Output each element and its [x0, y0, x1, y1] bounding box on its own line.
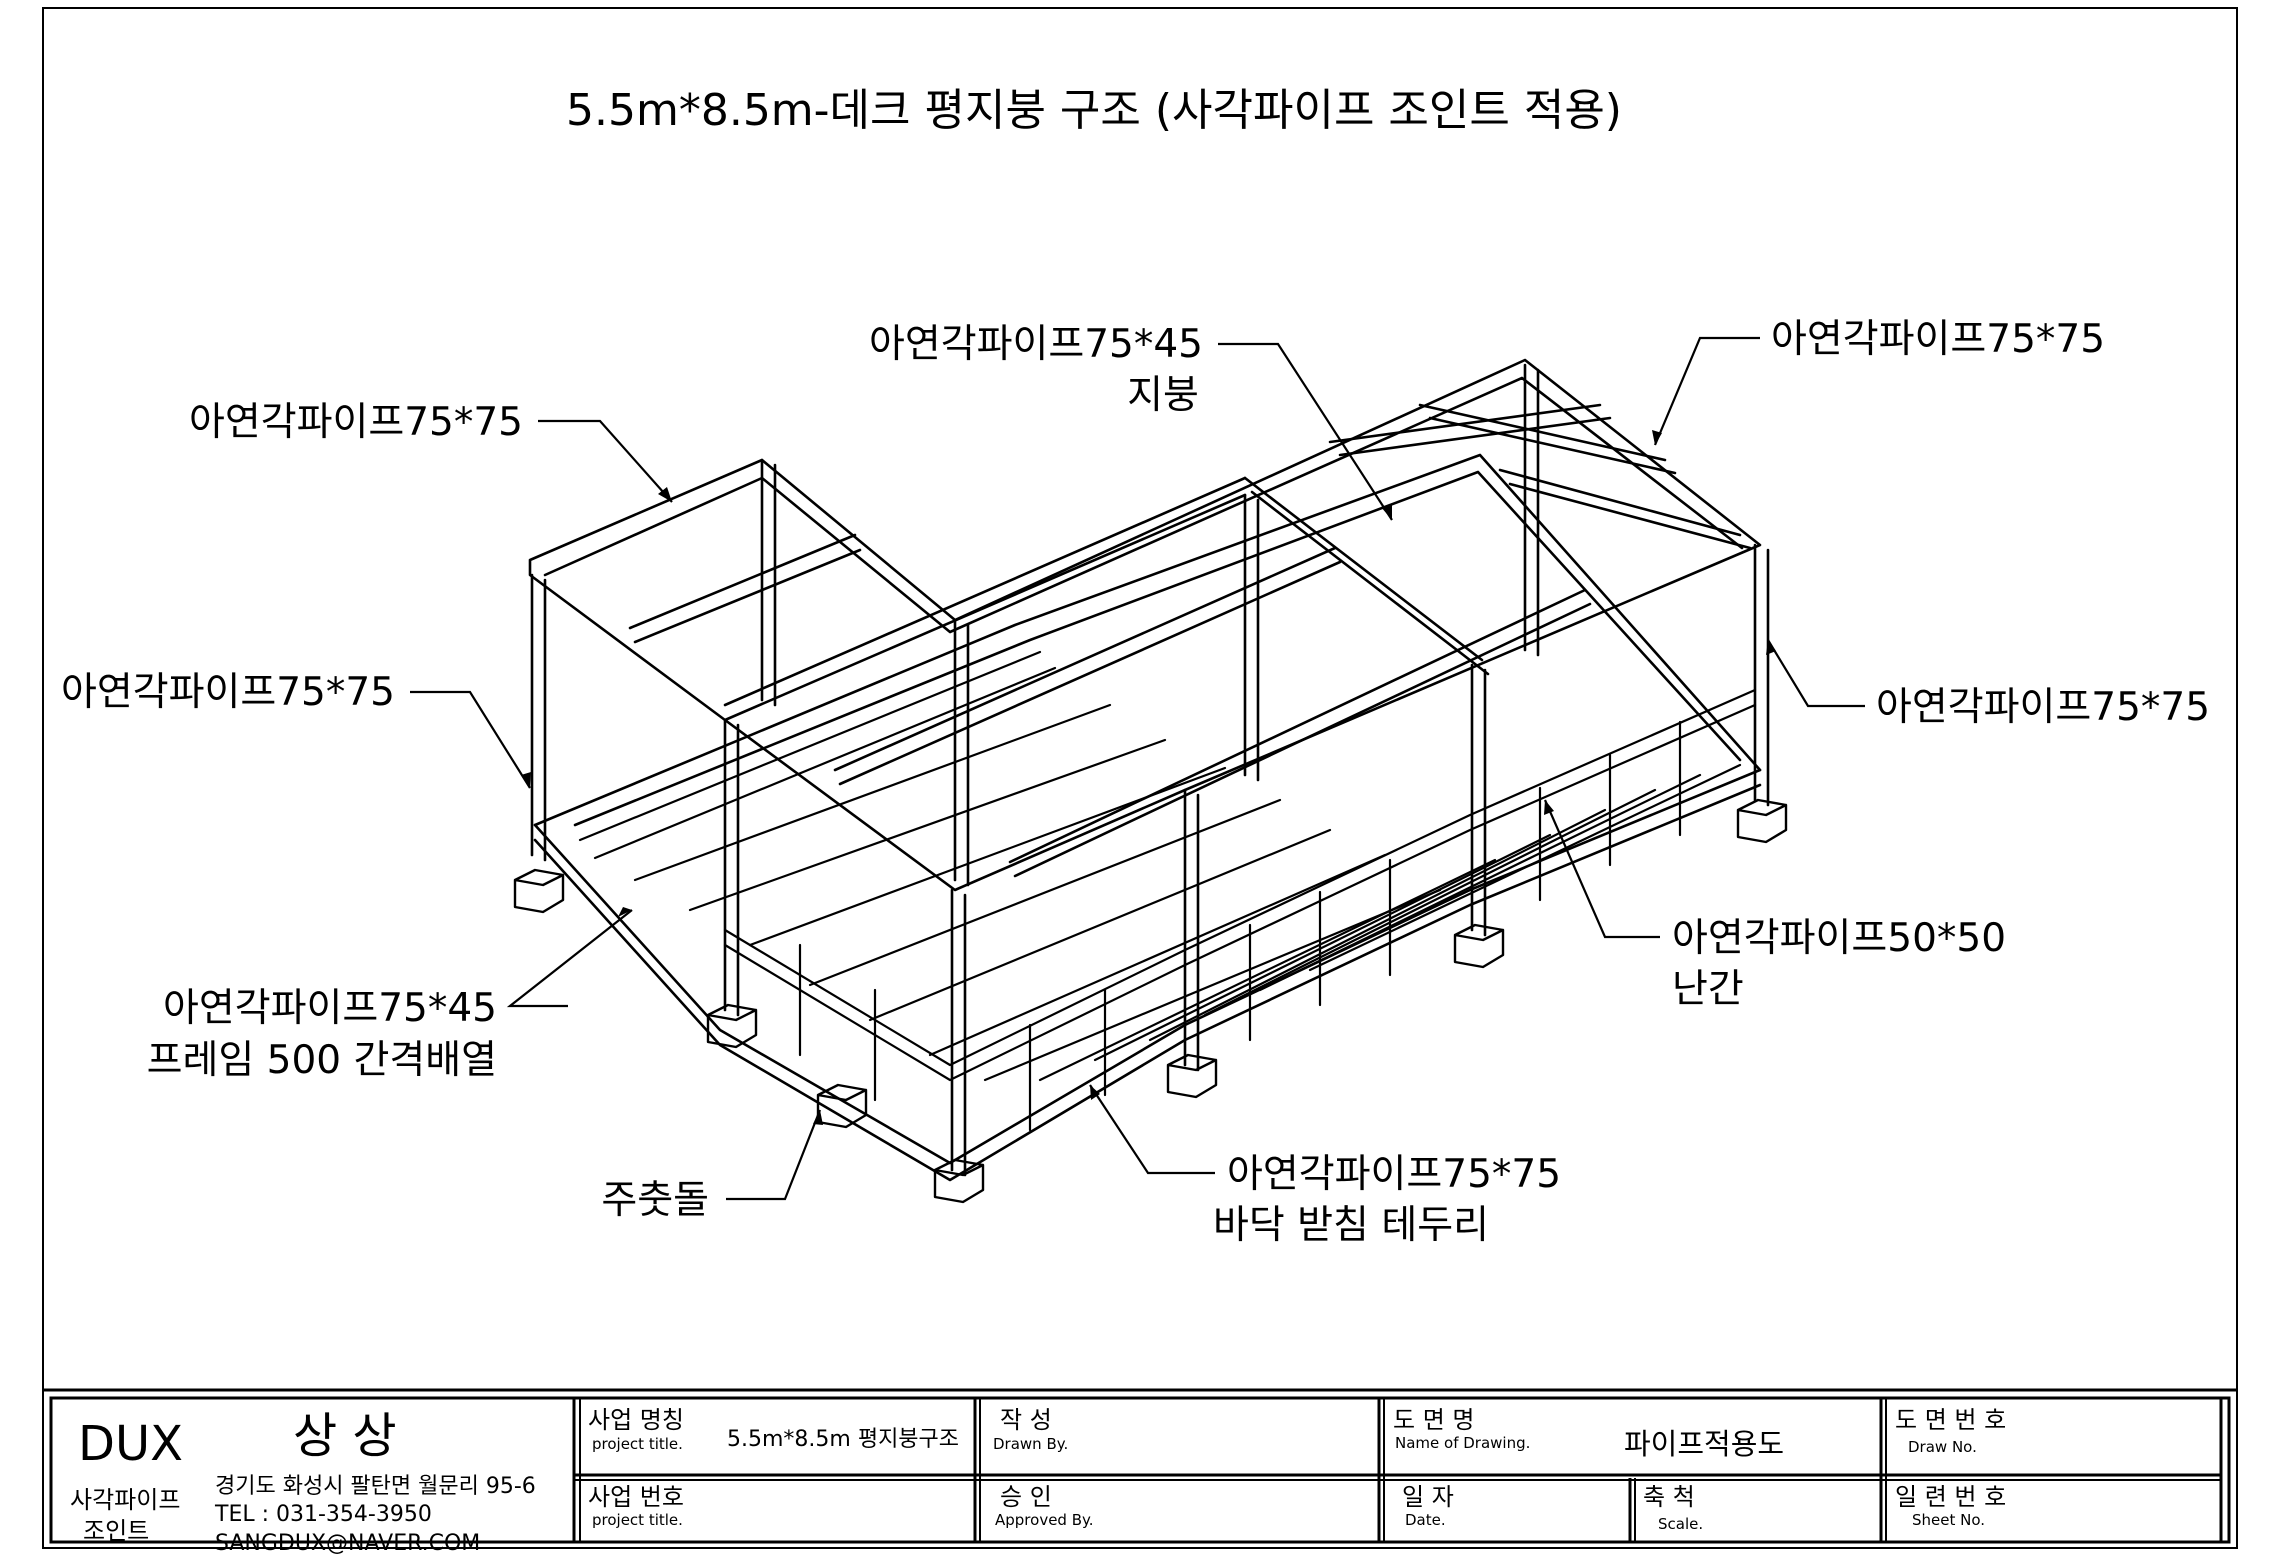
callout-railing: 아연각파이프50*50 [1672, 916, 2006, 961]
railings [723, 688, 1757, 1132]
date-label: 일 자 [1402, 1483, 1454, 1511]
drawing-name-sublabel: Name of Drawing. [1395, 1434, 1530, 1452]
foundation-stones [513, 798, 1788, 1204]
title-block: DUX 상 상 사각파이프 조인트 경기도 화성시 팔탄면 월문리 95-6 T… [43, 1388, 2237, 1556]
callout-floor-frame: 아연각파이프75*45 [163, 986, 497, 1031]
drawing-name-label: 도 면 명 [1393, 1406, 1475, 1434]
product-line-2: 조인트 [83, 1517, 149, 1545]
draw-no-sublabel: Draw No. [1908, 1438, 1977, 1456]
product-line-1: 사각파이프 [70, 1486, 180, 1514]
scale-label: 축 척 [1643, 1483, 1695, 1511]
company-logo-text: DUX [78, 1416, 183, 1472]
callout-railing-note: 난간 [1672, 967, 1744, 1012]
project-no-label: 사업 번호 [588, 1483, 684, 1511]
company-address: 경기도 화성시 팔탄면 월문리 95-6 [215, 1474, 536, 1499]
drawn-by-label: 작 성 [1000, 1406, 1052, 1434]
roof-frame [528, 358, 1762, 892]
sheet-no-label: 일 련 번 호 [1895, 1483, 2006, 1511]
deck-structure [513, 358, 1788, 1204]
drawing-title: 5.5m*8.5m-데크 평지붕 구조 (사각파이프 조인트 적용) [566, 85, 1622, 136]
date-sublabel: Date. [1405, 1511, 1446, 1529]
project-name-value: 5.5m*8.5m 평지붕구조 [727, 1427, 959, 1452]
approved-by-label: 승 인 [1000, 1483, 1052, 1511]
callout-right-post: 아연각파이프75*75 [1876, 685, 2210, 730]
drawn-by-sublabel: Drawn By. [993, 1435, 1068, 1453]
callout-left-post: 아연각파이프75*75 [61, 670, 395, 715]
drawing-name-value: 파이프적용도 [1624, 1427, 1784, 1461]
callout-roof-purlin: 아연각파이프75*45 [869, 322, 1203, 367]
approved-by-sublabel: Approved By. [995, 1511, 1094, 1529]
project-name-sublabel: project title. [592, 1435, 683, 1453]
company-tel: TEL : 031-354-3950 [214, 1502, 432, 1527]
callout-roof-purlin-note: 지붕 [1127, 373, 1199, 418]
floor-edge-frame [533, 453, 1762, 1182]
callout-top-right-beam: 아연각파이프75*75 [1771, 317, 2105, 362]
callout-floor-frame-note: 프레임 500 간격배열 [147, 1038, 497, 1083]
callout-top-left-post: 아연각파이프75*75 [189, 400, 523, 445]
scale-sublabel: Scale. [1658, 1515, 1703, 1533]
project-no-sublabel: project title. [592, 1511, 683, 1529]
callout-floor-edge: 아연각파이프75*75 [1227, 1152, 1561, 1197]
callout-arrowheads [521, 430, 1776, 1125]
callout-leaders [410, 336, 1865, 1201]
draw-no-label: 도 면 번 호 [1895, 1406, 2006, 1434]
company-korean-name: 상 상 [293, 1408, 397, 1464]
sheet-border [42, 7, 2238, 1549]
floor-joists [578, 650, 1742, 1082]
callout-floor-edge-note: 바닥 받침 테두리 [1213, 1203, 1489, 1248]
project-name-label: 사업 명칭 [588, 1406, 684, 1434]
company-email: SANGDUX@NAVER.COM [215, 1531, 480, 1556]
posts [530, 363, 1770, 1177]
sheet-no-sublabel: Sheet No. [1912, 1511, 1985, 1529]
callout-foundation: 주춧돌 [601, 1178, 709, 1223]
